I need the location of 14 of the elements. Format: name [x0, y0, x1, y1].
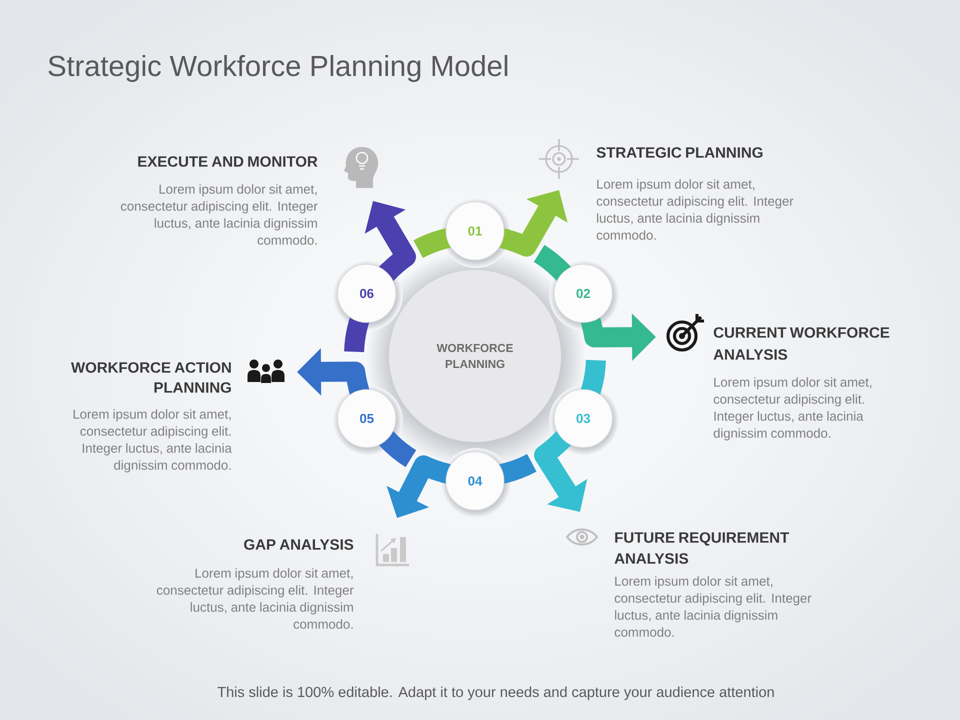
body-text: Lorem ipsum dolor sit amet, consectetur adipiscing elit. Integer luctus, ante lacinia dignissim commodo.: [120, 184, 318, 245]
body-text: Lorem ipsum dolor sit amet, consectetur adipiscing elit. Integer luctus, ante lacinia dignissim commodo.: [74, 409, 232, 472]
body-text: Lorem ipsum dolor sit amet, consectetur adipiscing elit. Integer luctus, ante lacinia dignissim commodo.: [614, 576, 812, 637]
heading: EXECUTE AND MONITOR: [138, 156, 318, 167]
heading: WORKFORCE ACTION PLANNING: [71, 362, 231, 393]
footer-note: This slide is 100% editable. Adapt it to your needs and capture your audience attention: [218, 686, 774, 700]
body-text: Lorem ipsum dolor sit amet, consectetur adipiscing elit. Integer luctus, ante lacinia dignissim commodo.: [156, 568, 354, 629]
heading: STRATEGIC PLANNING: [596, 147, 762, 158]
title: Strategic Workforce Planning Model: [48, 54, 508, 82]
body-text: Lorem ipsum dolor sit amet, consectetur adipiscing elit. Integer luctus, ante lacinia dignissim commodo.: [714, 377, 872, 440]
heading: FUTURE REQUIREMENT ANALYSIS: [614, 532, 790, 564]
heading: CURRENT WORKFORCE ANALYSIS: [714, 327, 890, 360]
heading: GAP ANALYSIS: [244, 539, 354, 550]
body-text: Lorem ipsum dolor sit amet, consectetur adipiscing elit. Integer luctus, ante lacinia dignissim commodo.: [596, 179, 794, 240]
